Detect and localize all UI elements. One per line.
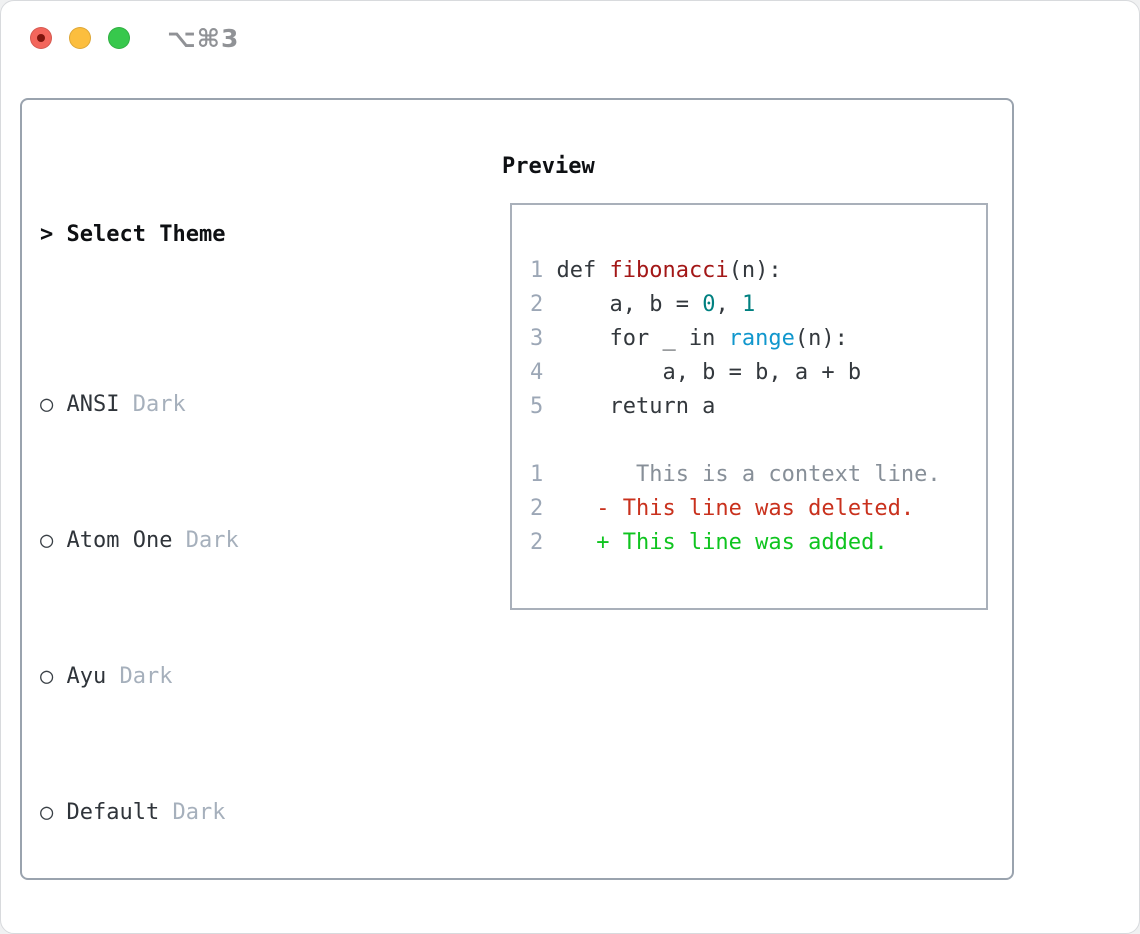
preview-code-line: 1 This is a context line.	[530, 458, 986, 492]
option-label: Default	[53, 800, 160, 825]
line-number: 1	[530, 462, 544, 487]
code-content: a, b = 0, 1	[556, 292, 756, 317]
preview-code-line: 2 a, b = 0, 1	[530, 288, 986, 322]
code-content: + This line was added.	[556, 530, 888, 555]
main-frame: > Select Theme ○ ANSI Dark ○ Atom One Da…	[20, 98, 1014, 880]
titlebar: ⌥⌘3	[1, 1, 1139, 75]
preview-code-line: 4 a, b = b, a + b	[530, 356, 986, 390]
code-content: - This line was deleted.	[556, 496, 915, 521]
radio-marker-icon: ○	[40, 800, 54, 825]
theme-list-header: > Select Theme	[40, 218, 411, 252]
code-content: a, b = b, a + b	[556, 360, 862, 385]
option-variant-label: Dark	[172, 528, 239, 553]
line-number: 2	[530, 530, 544, 555]
theme-option[interactable]: ○ ANSI Dark	[40, 388, 411, 422]
theme-option[interactable]: ○ Ayu Dark	[40, 660, 411, 694]
line-number: 2	[530, 496, 544, 521]
line-number: 2	[530, 292, 544, 317]
theme-list-title: Select Theme	[66, 222, 226, 247]
preview-code-line	[530, 424, 986, 458]
preview-code-line: 1 def fibonacci(n):	[530, 254, 986, 288]
code-content: for _ in range(n):	[556, 326, 848, 351]
theme-option[interactable]: ○ Default Dark	[40, 796, 411, 830]
theme-option[interactable]: ○ Atom One Dark	[40, 524, 411, 558]
preview-code-line: 2 - This line was deleted.	[530, 492, 986, 526]
theme-panel: > Select Theme ○ ANSI Dark ○ Atom One Da…	[40, 150, 411, 933]
option-variant-label: Dark	[159, 800, 226, 825]
line-number: 3	[530, 326, 544, 351]
focus-caret: >	[40, 222, 67, 247]
preview-code-line: 3 for _ in range(n):	[530, 322, 986, 356]
theme-list: ○ ANSI Dark ○ Atom One Dark ○ Ayu Dark ○…	[40, 320, 411, 933]
minimize-button[interactable]	[69, 27, 91, 49]
preview-code-line: 2 + This line was added.	[530, 526, 986, 560]
line-number: 5	[530, 394, 544, 419]
code-content: return a	[556, 394, 716, 419]
close-button[interactable]	[30, 27, 52, 49]
code-content: def fibonacci(n):	[556, 258, 782, 283]
option-label: ANSI	[53, 392, 120, 417]
option-label: Atom One	[53, 528, 173, 553]
code-content: This is a context line.	[556, 462, 941, 487]
preview-box: 1 def fibonacci(n): 2 a, b = 0, 1 3 for _…	[510, 203, 988, 610]
radio-marker-icon: ○	[40, 392, 54, 417]
option-variant-label: Dark	[119, 392, 186, 417]
option-label: Ayu	[53, 664, 107, 689]
line-number: 1	[530, 258, 544, 283]
zoom-button[interactable]	[108, 27, 130, 49]
preview-code-line: 5 return a	[530, 390, 986, 424]
radio-marker-icon: ○	[40, 528, 54, 553]
line-number: 4	[530, 360, 544, 385]
preview-title: Preview	[502, 154, 595, 179]
window-title: ⌥⌘3	[167, 24, 240, 53]
radio-marker-icon: ○	[40, 664, 54, 689]
option-variant-label: Dark	[106, 664, 173, 689]
